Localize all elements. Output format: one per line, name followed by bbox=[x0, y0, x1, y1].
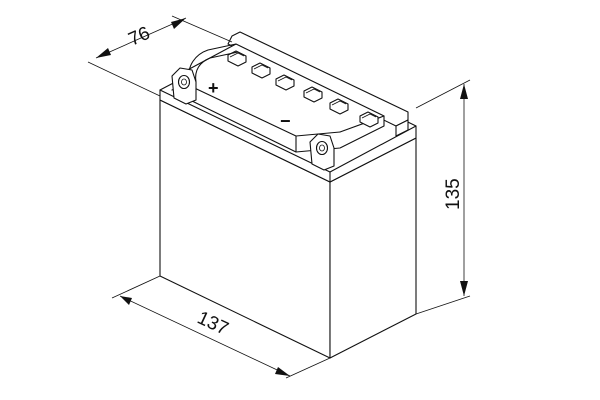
rim-front-edge bbox=[159, 89, 331, 173]
top-panel bbox=[179, 43, 385, 153]
negative-sign: − bbox=[280, 111, 291, 131]
depth-arrow-end bbox=[171, 18, 186, 29]
positive-terminal-hole bbox=[177, 74, 191, 90]
vent-caps bbox=[227, 50, 379, 128]
negative-terminal bbox=[309, 133, 335, 171]
vent-cap bbox=[329, 98, 349, 115]
battery-lid bbox=[227, 31, 409, 137]
vent-tube-inner bbox=[195, 51, 239, 83]
length-value: 137 bbox=[194, 307, 232, 339]
depth-arrow-start bbox=[96, 48, 111, 58]
negative-terminal-hole bbox=[315, 140, 329, 156]
height-arrow-start bbox=[460, 84, 468, 99]
vent-cap bbox=[227, 50, 247, 67]
height-extension-1 bbox=[415, 79, 471, 109]
length-extension-2 bbox=[285, 357, 331, 379]
length-dimension-line bbox=[119, 295, 291, 377]
length-arrow-end bbox=[275, 367, 290, 376]
height-value: 135 bbox=[443, 178, 464, 210]
vent-cap bbox=[303, 86, 323, 103]
negative-terminal-post bbox=[309, 133, 335, 171]
length-extension-1 bbox=[111, 275, 161, 299]
positive-sign: + bbox=[208, 78, 219, 98]
height-extension-2 bbox=[415, 295, 471, 315]
dimension-height: 135 bbox=[415, 79, 471, 315]
vent-cap bbox=[275, 74, 295, 91]
vent-cap bbox=[359, 111, 379, 128]
positive-terminal bbox=[171, 67, 197, 105]
vent-cap bbox=[251, 62, 271, 79]
positive-terminal-post bbox=[171, 67, 197, 105]
length-arrow-start bbox=[120, 296, 132, 305]
lid-side bbox=[395, 119, 409, 137]
depth-value: 76 bbox=[125, 23, 153, 51]
depth-dimension-line bbox=[95, 17, 187, 59]
height-arrow-end bbox=[460, 281, 468, 296]
depth-extension-1 bbox=[87, 61, 161, 97]
